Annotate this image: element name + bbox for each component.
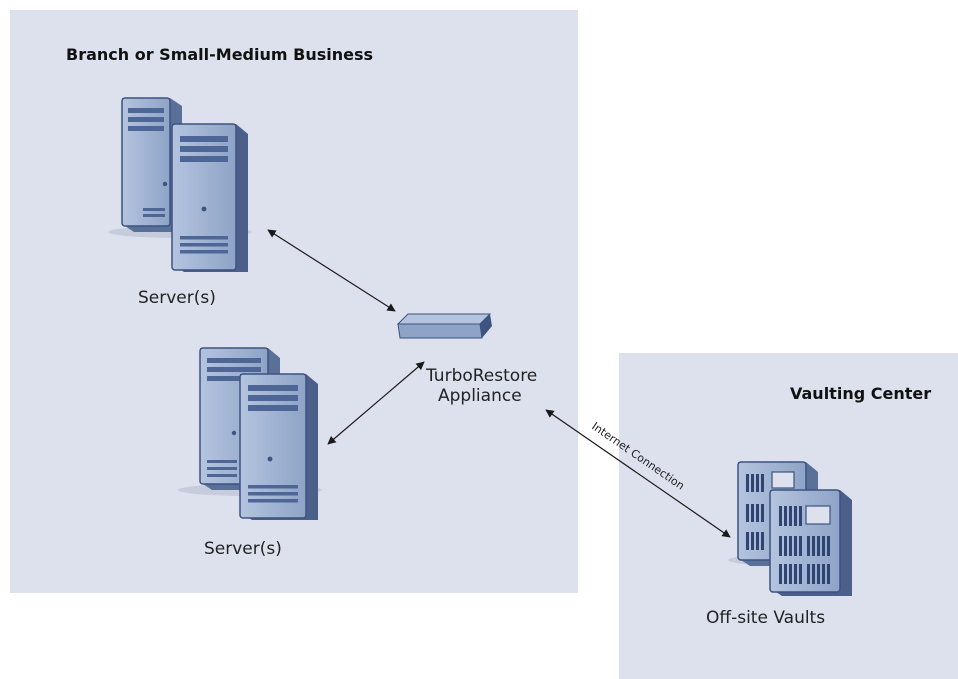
appliance-label-line1: TurboRestore — [426, 366, 538, 386]
connector-internet — [545, 409, 731, 538]
connector-bottom-server-appliance — [327, 361, 425, 445]
appliance-label: TurboRestore Appliance — [426, 366, 556, 406]
vault-title: Vaulting Center — [790, 384, 932, 403]
appliance-icon — [396, 313, 492, 339]
server-icon-top — [108, 97, 252, 272]
vaults-label: Off-site Vaults — [706, 608, 826, 628]
servers-top-label: Server(s) — [138, 288, 216, 308]
server-icon-bottom — [178, 347, 322, 520]
internet-connection-label: Internet Connection — [589, 420, 686, 493]
appliance-label-line2: Appliance — [438, 386, 522, 406]
branch-title: Branch or Small-Medium Business — [66, 45, 373, 64]
connector-top-server-appliance — [267, 229, 396, 312]
servers-bottom-label: Server(s) — [204, 539, 282, 559]
vault-icon — [728, 461, 852, 596]
